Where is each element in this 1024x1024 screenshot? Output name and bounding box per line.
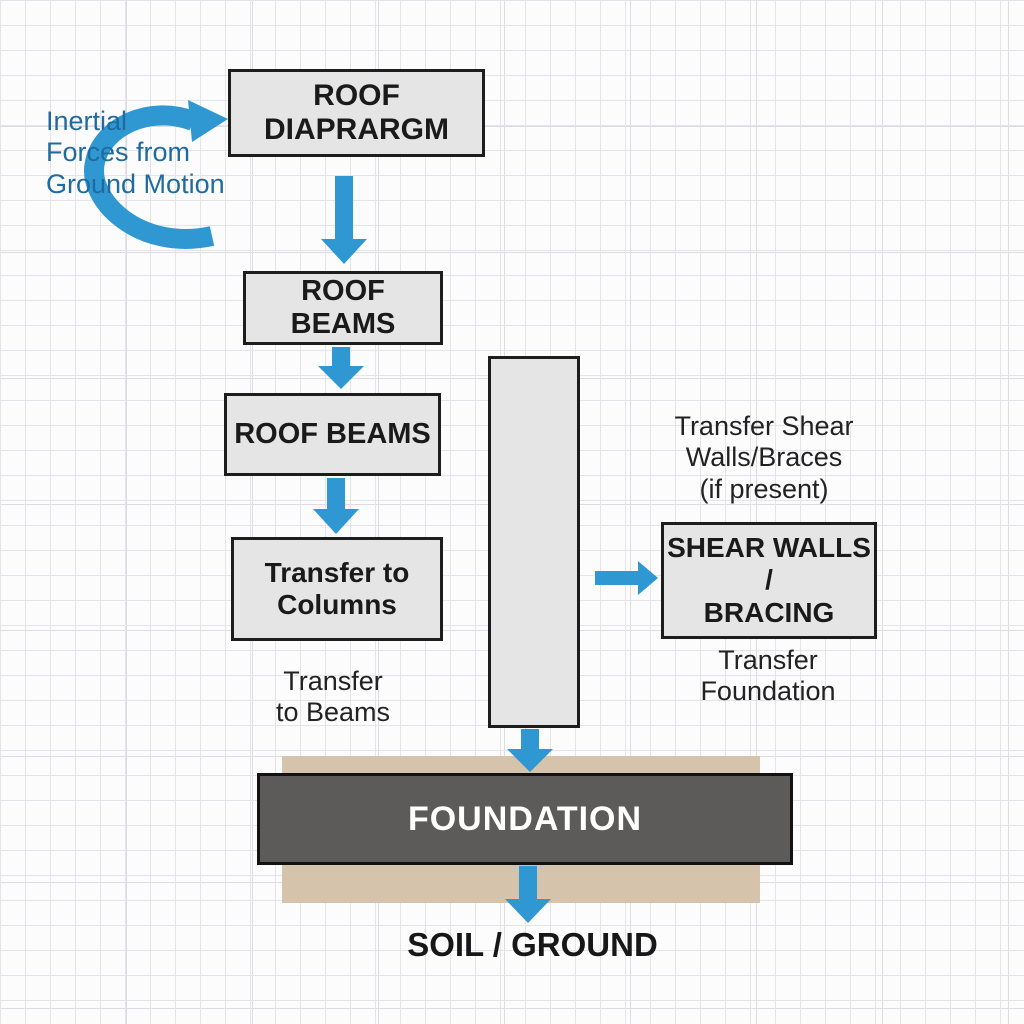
node-shear-walls-bracing: SHEAR WALLS / BRACING: [661, 522, 877, 639]
transfer-shear-walls-label: Transfer Shear Walls/Braces (if present): [674, 411, 854, 504]
soil-ground-label: SOIL / GROUND: [407, 926, 658, 963]
node-roof-beams-upper: ROOF BEAMS: [243, 271, 443, 345]
inertial-forces-label: Inertial Forces from Ground Motion: [46, 106, 225, 199]
transfer-foundation-label: Transfer Foundation: [700, 645, 836, 707]
arrow-diaphragm-to-beams: [321, 176, 367, 264]
arrow-column-to-shear-walls: [595, 561, 658, 595]
arrow-beams-to-beams: [318, 347, 364, 389]
node-column: [488, 356, 580, 728]
arrow-beams-to-columns: [313, 478, 359, 534]
transfer-to-beams-label: Transfer to Beams: [275, 666, 391, 728]
node-foundation: FOUNDATION: [257, 773, 793, 865]
node-roof-beams-lower: ROOF BEAMS: [224, 393, 441, 476]
node-transfer-to-columns: Transfer to Columns: [231, 537, 443, 641]
node-roof-diaphragm: ROOF DIAPRARGM: [228, 69, 485, 157]
